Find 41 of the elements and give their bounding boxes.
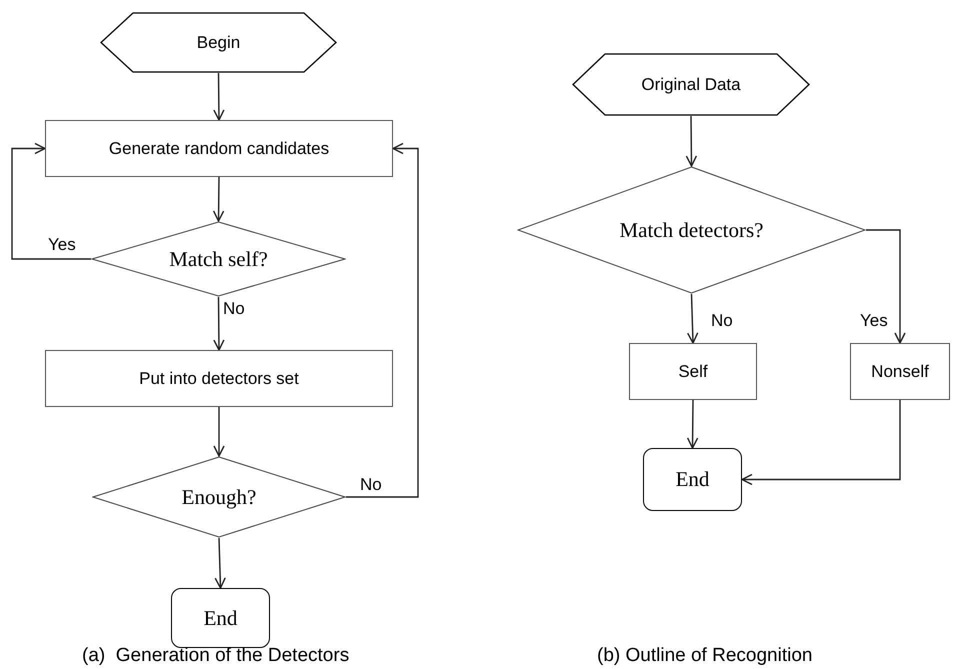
end-box: [171, 588, 270, 648]
decision-diamond: [517, 166, 866, 294]
node-text: Put into detectors set: [139, 368, 299, 390]
edge-label: No: [711, 312, 733, 329]
node-text: Match self?: [169, 246, 268, 272]
node-text: Self: [678, 360, 708, 382]
terminal-hexagon: [572, 53, 810, 116]
process-box: [850, 343, 950, 400]
decision-diamond: [92, 456, 346, 538]
node-text: End: [676, 466, 710, 493]
process-box: [45, 350, 393, 407]
arrow: [214, 538, 226, 589]
process-box: [629, 343, 757, 400]
decision-diamond: [91, 221, 346, 297]
arrow: [11, 142, 91, 260]
node-text: Begin: [196, 32, 240, 54]
arrow: [741, 400, 901, 486]
caption: (b) Outline of Recognition: [597, 646, 812, 665]
edge-label: No: [360, 476, 382, 493]
node-text: Generate random candidates: [108, 138, 330, 160]
node-text: End: [204, 604, 238, 632]
edge-label: Yes: [860, 312, 888, 329]
process-box: [45, 120, 393, 177]
node-text: Match detectors?: [619, 216, 764, 244]
caption: (a) Generation of the Detectors: [82, 646, 350, 665]
arrow: [687, 294, 698, 344]
arrow: [213, 407, 225, 457]
terminal-hexagon: [100, 12, 337, 73]
arrow: [686, 116, 698, 167]
edge-label: Yes: [48, 236, 76, 253]
arrow: [686, 400, 698, 449]
edge-label: No: [223, 300, 245, 317]
arrow: [213, 73, 225, 121]
node-text: Enough?: [182, 484, 256, 510]
node-text: Nonself: [871, 360, 929, 382]
end-box: [643, 448, 742, 511]
node-text: Original Data: [641, 74, 741, 96]
arrow: [346, 142, 419, 498]
arrow: [213, 297, 225, 351]
arrow: [866, 229, 906, 344]
arrow: [212, 177, 224, 222]
